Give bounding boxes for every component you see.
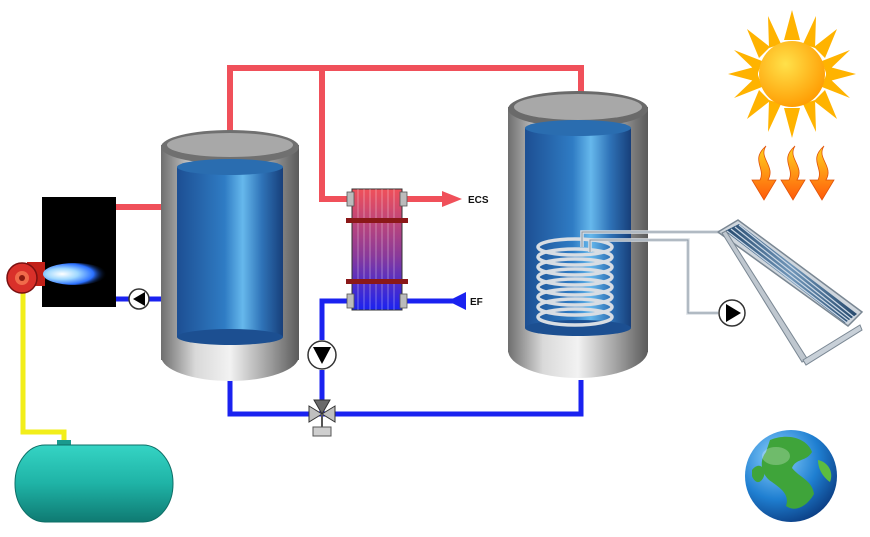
pump-icon	[718, 299, 746, 327]
fuel-line	[20, 290, 67, 446]
storage-tank-solar	[508, 91, 648, 378]
heat-arrows-icon	[751, 145, 835, 201]
ef-label: EF	[470, 297, 483, 308]
storage-tank-primary	[161, 130, 299, 381]
plate-heat-exchanger-icon	[346, 188, 408, 311]
ecs-arrow	[442, 191, 462, 207]
pump-icon	[128, 288, 150, 310]
flame-icon	[43, 263, 107, 285]
ecs-label: ECS	[468, 195, 489, 206]
globe-icon	[745, 430, 837, 522]
three-way-valve-icon	[308, 399, 336, 437]
hot-water-pipes	[116, 65, 584, 210]
ef-arrow	[448, 292, 466, 310]
sun-icon	[728, 10, 856, 138]
pump-icon	[307, 340, 337, 370]
fuel-tank	[14, 440, 174, 523]
boiler	[42, 197, 116, 307]
burner-fan-icon	[6, 262, 45, 294]
solar-collector-icon	[716, 219, 864, 366]
